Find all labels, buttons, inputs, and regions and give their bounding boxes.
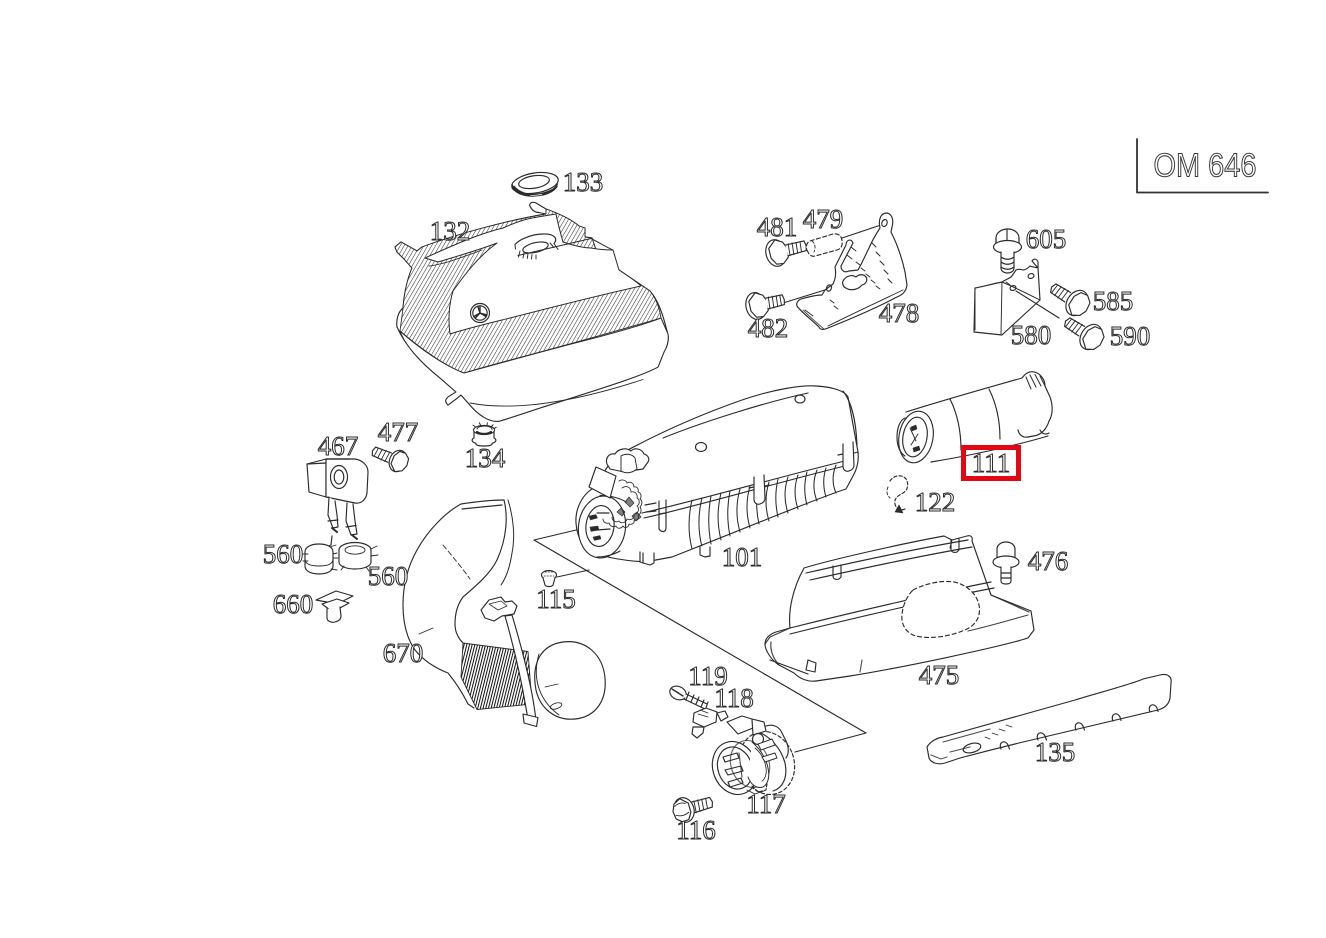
svg-text:133: 133: [563, 167, 604, 197]
svg-text:479: 479: [803, 204, 844, 234]
svg-text:580: 580: [1011, 320, 1052, 350]
svg-text:560: 560: [263, 539, 304, 569]
svg-text:134: 134: [465, 443, 506, 473]
svg-text:478: 478: [879, 298, 920, 328]
svg-text:605: 605: [1026, 224, 1067, 254]
svg-text:116: 116: [676, 815, 716, 845]
svg-text:467: 467: [318, 431, 359, 461]
svg-text:111: 111: [972, 448, 1011, 478]
svg-text:101: 101: [722, 542, 763, 572]
svg-text:560: 560: [368, 561, 409, 591]
svg-text:122: 122: [915, 487, 956, 517]
svg-text:135: 135: [1035, 737, 1076, 767]
svg-text:475: 475: [919, 660, 960, 690]
svg-text:119: 119: [688, 661, 728, 691]
svg-text:660: 660: [273, 589, 314, 619]
svg-text:482: 482: [748, 313, 789, 343]
svg-text:670: 670: [383, 638, 424, 668]
svg-text:OM 646: OM 646: [1154, 147, 1257, 184]
svg-text:117: 117: [746, 789, 786, 819]
svg-text:590: 590: [1110, 321, 1151, 351]
svg-text:585: 585: [1093, 286, 1134, 316]
svg-text:477: 477: [378, 417, 419, 447]
svg-text:476: 476: [1028, 546, 1069, 576]
svg-text:118: 118: [714, 683, 754, 713]
svg-text:481: 481: [757, 212, 798, 242]
svg-text:115: 115: [536, 584, 576, 614]
svg-text:132: 132: [430, 216, 471, 246]
